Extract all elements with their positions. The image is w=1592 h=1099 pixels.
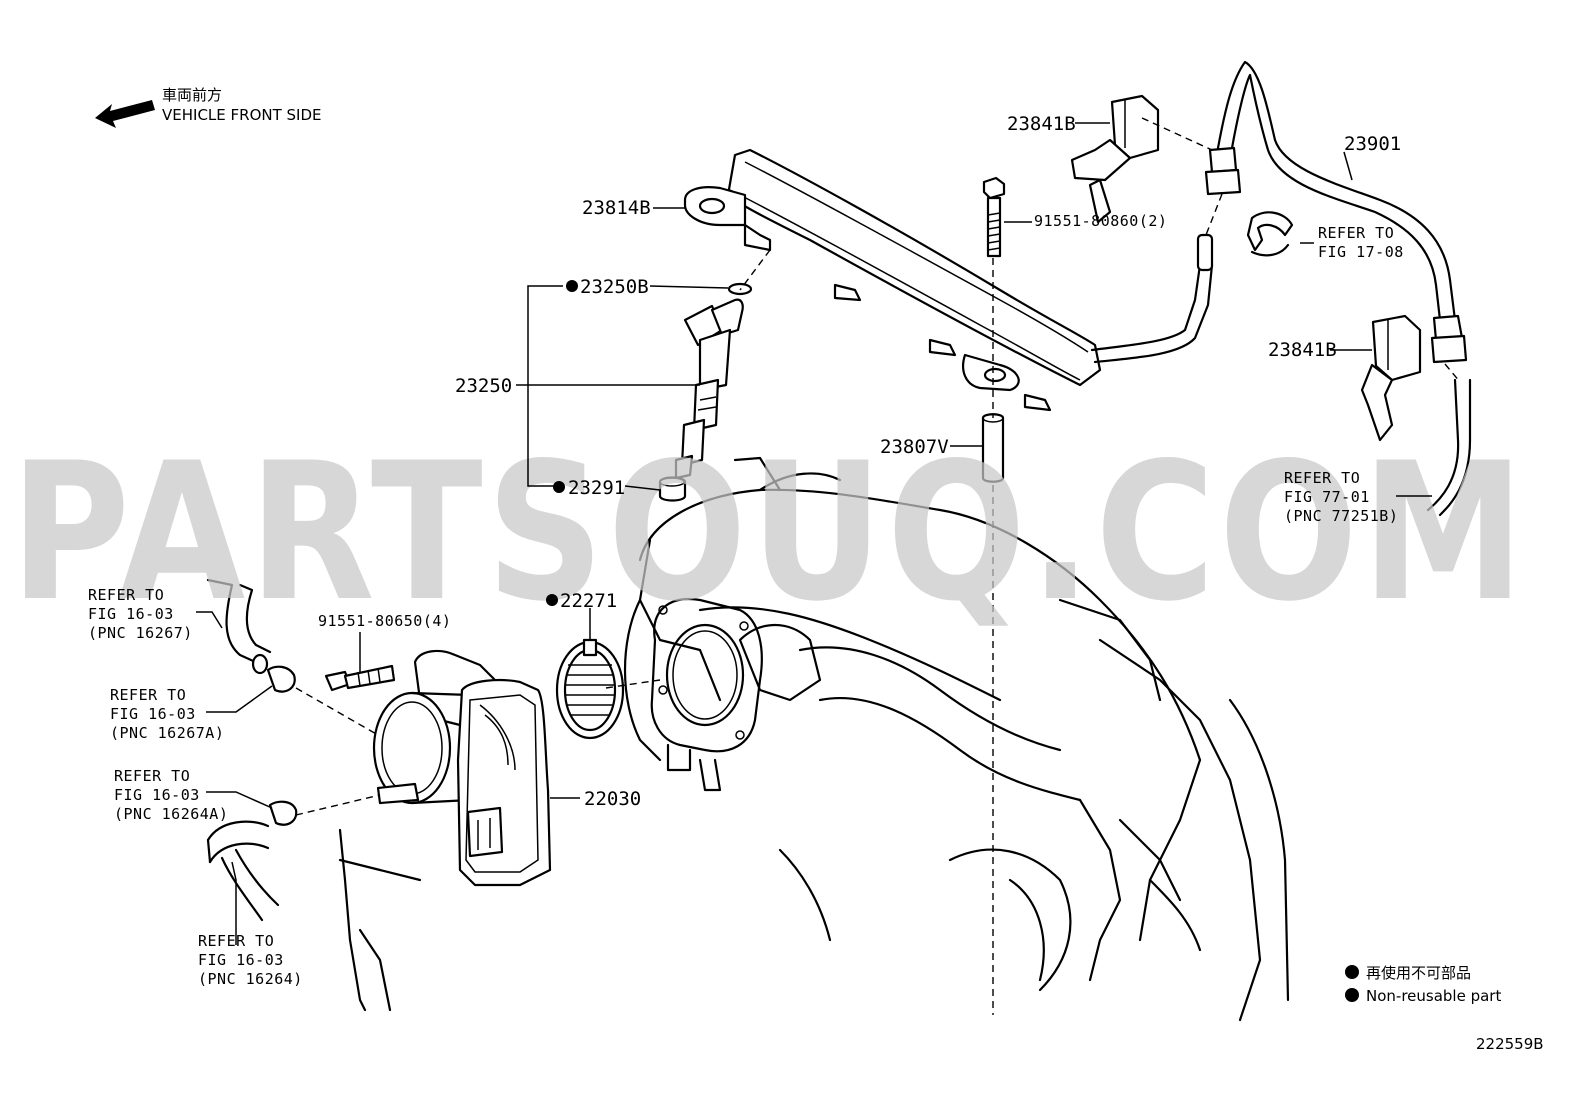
non-reusable-legend-icon [1345, 965, 1359, 979]
label-23291: 23291 [568, 477, 625, 499]
label-91551-80650: 91551-80650(4) [318, 612, 451, 630]
ref-fig16-03-d-line2: FIG 16-03 [198, 951, 284, 969]
label-23250: 23250 [455, 375, 512, 397]
ref-fig16-03-a-line1: REFER TO [88, 586, 164, 604]
fuel-injector-drawing [658, 282, 753, 502]
non-reusable-marker-icon [546, 594, 558, 606]
ref-fig77-01-line1: REFER TO [1284, 469, 1360, 487]
label-91551-80860: 91551-80860(2) [1034, 212, 1167, 230]
ref-fig77-01-line3: (PNC 77251B) [1284, 507, 1398, 525]
fuel-rail-drawing [683, 148, 1214, 412]
clip-drawing [1246, 211, 1294, 257]
non-reusable-marker-icon [566, 280, 578, 292]
ref-fig16-03-d-line3: (PNC 16264) [198, 970, 303, 988]
assembly-centerlines [295, 117, 1461, 1015]
legend-jp: 再使用不可部品 [1366, 964, 1471, 982]
label-22271: 22271 [560, 590, 617, 612]
ref-fig16-03-c-line2: FIG 16-03 [114, 786, 200, 804]
ref-fig16-03-c-line3: (PNC 16264A) [114, 805, 228, 823]
ref-fig17-08-line2: FIG 17-08 [1318, 243, 1404, 261]
legend: 再使用不可部品 Non-reusable part [1345, 964, 1501, 1005]
throttle-body-drawing [324, 649, 552, 887]
vehicle-front-label-en: VEHICLE FRONT SIDE [162, 106, 322, 124]
hoses-left-drawing [206, 578, 298, 922]
fuel-hose-23901-drawing [1204, 60, 1472, 517]
ref-fig77-01-line2: FIG 77-01 [1284, 488, 1370, 506]
clamp-23841b-top-drawing [1070, 94, 1160, 224]
label-23814b: 23814B [582, 197, 651, 219]
label-23250b: 23250B [580, 276, 649, 298]
ref-fig16-03-b-line3: (PNC 16267A) [110, 724, 224, 742]
legend-en: Non-reusable part [1366, 987, 1501, 1005]
bolt-91551-80860-drawing [982, 176, 1006, 258]
ref-fig16-03-d-line1: REFER TO [198, 932, 274, 950]
vehicle-front-label-jp: 車両前方 [162, 86, 222, 104]
ref-fig16-03-b-line1: REFER TO [110, 686, 186, 704]
ref-fig16-03-c-line1: REFER TO [114, 767, 190, 785]
intake-manifold-drawing [338, 456, 1290, 1022]
label-23901: 23901 [1344, 133, 1401, 155]
non-reusable-legend-icon [1345, 988, 1359, 1002]
label-22030: 22030 [584, 788, 641, 810]
spacer-23807v-drawing [981, 413, 1005, 483]
leader-lines [196, 122, 1432, 945]
ref-fig16-03-b-line2: FIG 16-03 [110, 705, 196, 723]
watermark: PARTSOUQ.COM [10, 422, 1528, 643]
clamp-23841b-right-drawing [1360, 314, 1422, 442]
label-23841b-right: 23841B [1268, 339, 1337, 361]
label-23807v: 23807V [880, 436, 949, 458]
diagram-id: 222559B [1476, 1035, 1544, 1053]
vehicle-front-arrow-icon [95, 100, 155, 128]
label-23841b-top: 23841B [1007, 113, 1076, 135]
ref-fig16-03-a-line3: (PNC 16267) [88, 624, 193, 642]
ref-fig17-08-line1: REFER TO [1318, 224, 1394, 242]
ref-fig16-03-a-line2: FIG 16-03 [88, 605, 174, 623]
non-reusable-marker-icon [553, 481, 565, 493]
gasket-22271-drawing [555, 638, 625, 740]
